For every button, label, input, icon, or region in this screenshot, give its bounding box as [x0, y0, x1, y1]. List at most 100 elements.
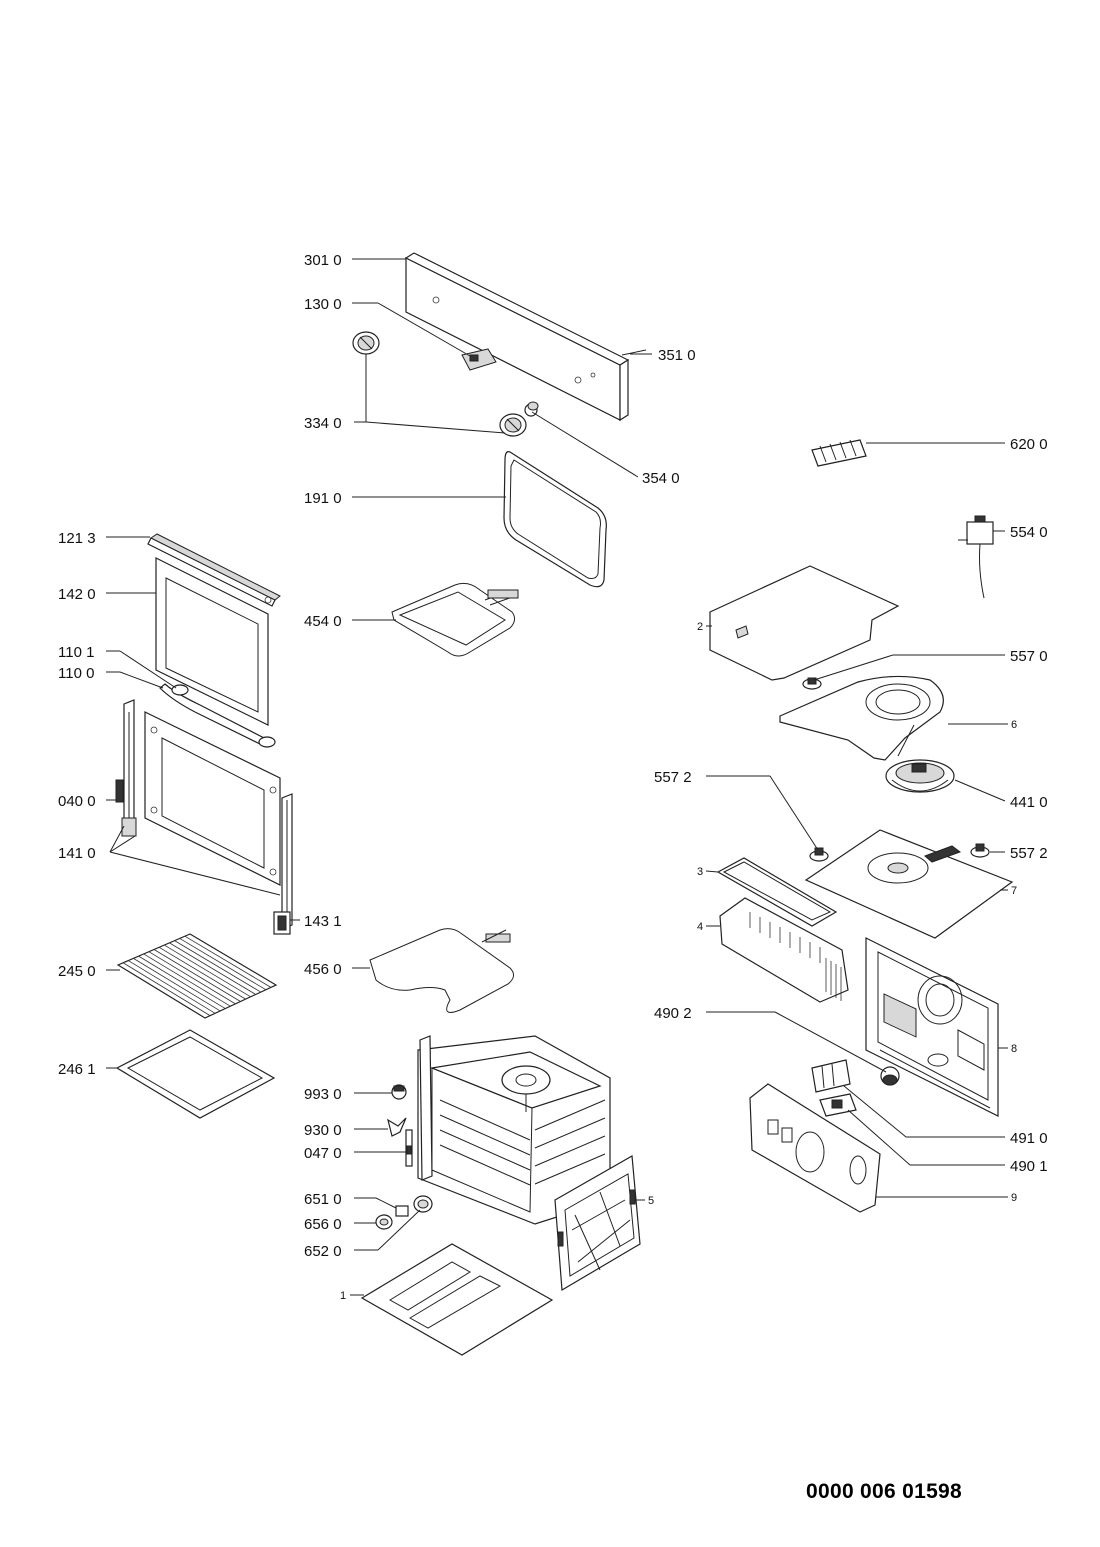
callout-490-2: 490 2 [654, 1005, 692, 1022]
callout-245-0: 245 0 [58, 963, 96, 980]
callout-354-0: 354 0 [642, 470, 680, 487]
shelf-wire [122, 962, 211, 1016]
callout-930-0: 930 0 [304, 1122, 342, 1139]
hinge-040-left [115, 699, 137, 837]
door-trim-121 [147, 533, 281, 607]
terminal-491 [811, 1059, 851, 1093]
callout-047-0: 047 0 [304, 1145, 342, 1162]
hinge-143 [273, 911, 291, 935]
shelf-wire [174, 940, 261, 993]
callout-1: 1 [340, 1290, 346, 1302]
shelf-wire [148, 951, 236, 1005]
shelf-wire [153, 949, 241, 1002]
callout-441-0: 441 0 [1010, 794, 1048, 811]
callout-656-0: 656 0 [304, 1216, 342, 1233]
control-panel [404, 252, 630, 422]
callout-557-2-lower: 557 2 [1010, 845, 1048, 862]
shelf-wire [164, 944, 251, 998]
thermal-cutout-557-right [970, 843, 990, 858]
hinge-141-right [281, 793, 293, 930]
callout-130-0: 130 0 [304, 296, 342, 313]
shelf-wire [133, 958, 221, 1012]
wire-shelf-245 [116, 933, 278, 1019]
callout-557-0: 557 0 [1010, 648, 1048, 665]
side-panel-5 [554, 1155, 641, 1292]
callout-121-3: 121 3 [58, 530, 96, 547]
thermal-cutout-557-left [809, 847, 829, 862]
callout-456-0: 456 0 [304, 961, 342, 978]
callout-191-0: 191 0 [304, 490, 342, 507]
door-gasket-191 [503, 451, 607, 588]
callout-454-0: 454 0 [304, 613, 342, 630]
duct-3 [716, 857, 838, 927]
shelf-wire [158, 946, 246, 1000]
knob-490-2 [880, 1066, 900, 1086]
callout-5: 5 [648, 1195, 654, 1207]
fan-cover-6 [779, 675, 944, 761]
lamp-cover-656 [375, 1214, 393, 1230]
shelf-wire [169, 942, 256, 995]
callout-110-0: 110 0 [58, 665, 94, 682]
door-handle-110 [159, 683, 276, 748]
callout-490-1: 490 1 [1010, 1158, 1048, 1175]
callout-142-0: 142 0 [58, 586, 96, 603]
fan-motor-441 [885, 759, 955, 793]
callout-620-0: 620 0 [1010, 436, 1048, 453]
lamp-651 [395, 1205, 409, 1217]
part-993 [391, 1084, 407, 1100]
part-047 [405, 1129, 413, 1167]
heating-element-456 [369, 928, 514, 1013]
callout-143-1: 143 1 [304, 913, 342, 930]
terminal-block-620 [811, 439, 867, 467]
callout-557-2-upper: 557 2 [654, 769, 692, 786]
knob-334-a [352, 331, 380, 355]
callout-652-0: 652 0 [304, 1243, 342, 1260]
document-number: 0000 006 01598 [806, 1480, 963, 1503]
relay-490-1 [819, 1093, 857, 1117]
callout-7: 7 [1011, 885, 1017, 897]
callout-110-1: 110 1 [58, 644, 94, 661]
callout-651-0: 651 0 [304, 1191, 342, 1208]
callout-554-0: 554 0 [1010, 524, 1048, 541]
lamp-holder-652 [413, 1195, 433, 1213]
thermal-cutout-557 [802, 677, 822, 690]
callout-6: 6 [1011, 719, 1017, 731]
shelf-wire [138, 955, 226, 1009]
callout-8: 8 [1011, 1043, 1017, 1055]
back-panel-8 [865, 937, 999, 1117]
callout-246-1: 246 1 [58, 1061, 96, 1078]
callout-993-0: 993 0 [304, 1086, 342, 1103]
callout-334-0: 334 0 [304, 415, 342, 432]
callout-9: 9 [1011, 1192, 1017, 1204]
callout-141-0: 141 0 [58, 845, 96, 862]
callout-3: 3 [697, 866, 703, 878]
callout-4: 4 [697, 921, 703, 933]
knob-334-b [499, 413, 527, 437]
shelf-wire [128, 960, 216, 1014]
back-wall-4 [719, 897, 849, 1003]
bottom-panel-1 [360, 1243, 554, 1356]
rear-cover-9 [749, 1083, 881, 1213]
switch-130 [461, 348, 497, 371]
callout-040-0: 040 0 [58, 793, 96, 810]
callout-491-0: 491 0 [1010, 1130, 1048, 1147]
door-glass-142 [155, 557, 269, 726]
shelf-wire [184, 935, 272, 988]
thermostat-554 [958, 515, 994, 599]
callout-301-0: 301 0 [304, 252, 342, 269]
inner-door-frame [144, 711, 281, 886]
shelf-wire [143, 953, 231, 1007]
leader-lines [106, 258, 1008, 1296]
top-plate-7 [804, 829, 1014, 939]
shelf-wire [179, 938, 267, 991]
oven-cavity [417, 1035, 611, 1225]
rod-351 [621, 349, 647, 356]
callout-labels: 301 0 130 0 351 0 334 0 354 0 620 0 191 … [58, 252, 1048, 1302]
part-930 [387, 1117, 407, 1137]
callout-351-0: 351 0 [658, 347, 696, 364]
heating-element-454 [391, 582, 519, 657]
drip-tray-246 [115, 1029, 276, 1119]
cover-plate-2 [709, 565, 900, 681]
callout-2: 2 [697, 621, 703, 633]
